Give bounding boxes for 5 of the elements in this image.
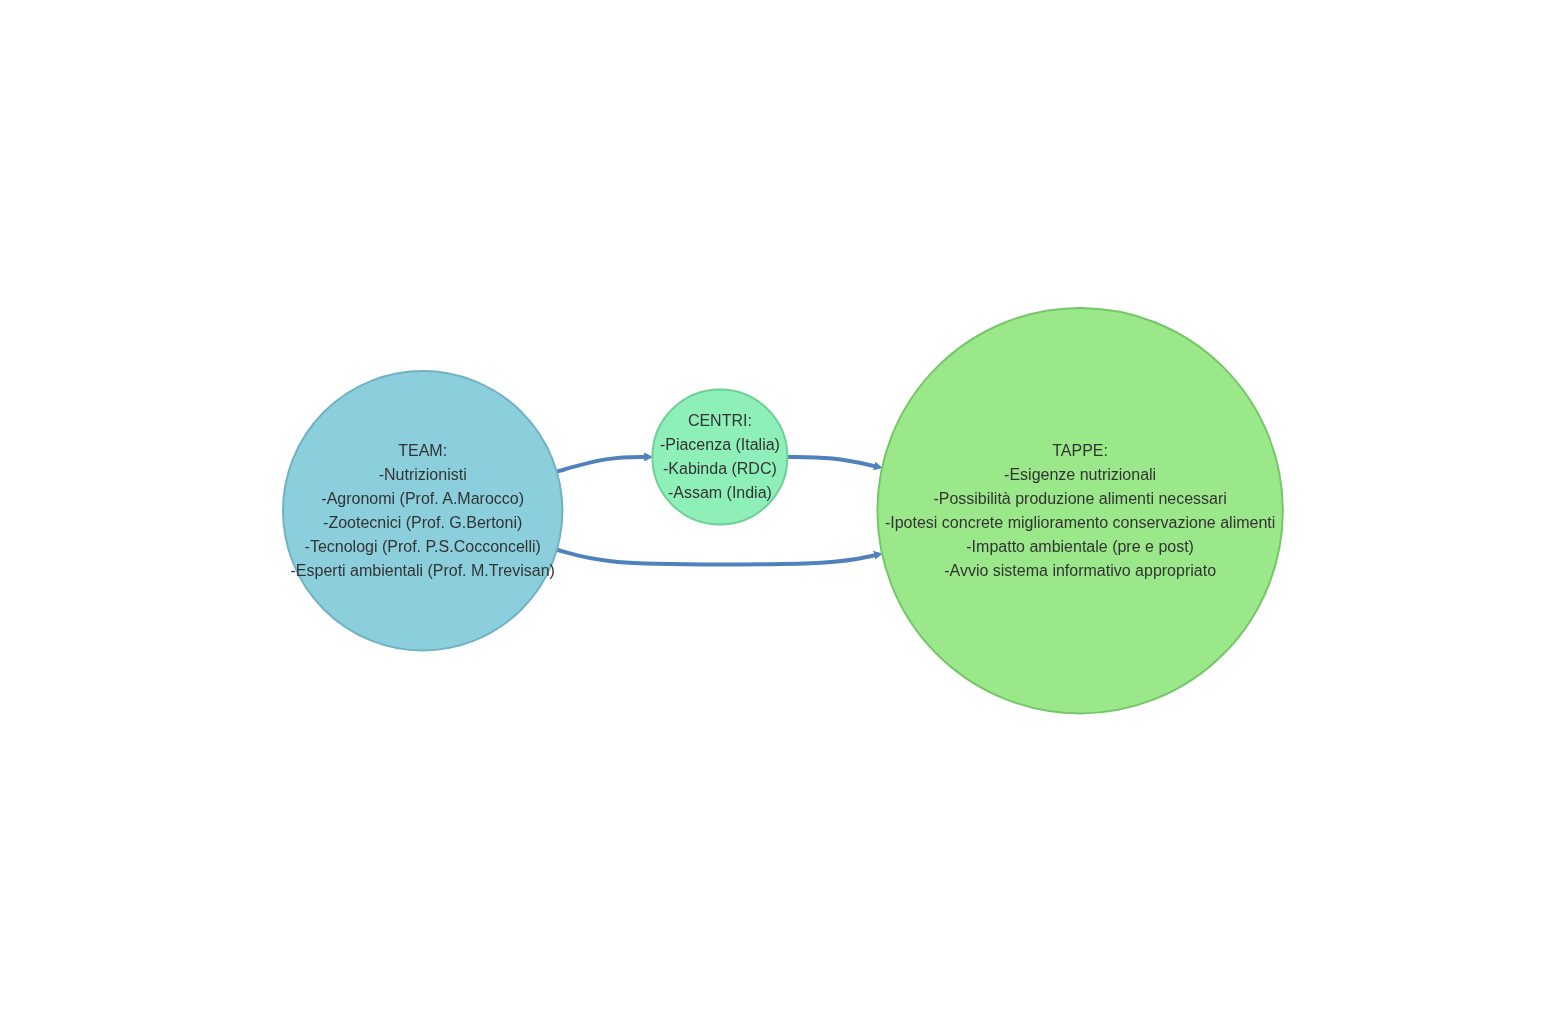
- node-circle: TAPPE: -Esigenze nutrizionali -Possibilità produzione alimenti necessari -Ipotesi concrete miglioramento conservazione alimenti -Impatto ambientale (pre e post) -Avvio sistema informativo appropriato: [876, 306, 1284, 715]
- node-circle: CENTRI: -Piacenza (Italia) -Kabinda (RDC) -Assam (India): [651, 388, 789, 526]
- arrow: [787, 454, 883, 471]
- arrow: [556, 547, 883, 567]
- arrow: [556, 452, 653, 474]
